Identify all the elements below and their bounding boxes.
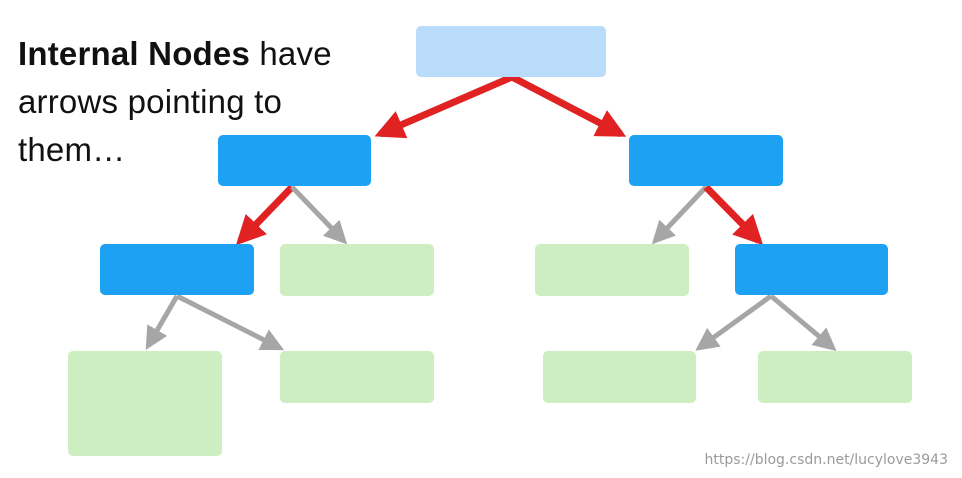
leaf-node-leaf-ll-left [68,351,222,456]
leaf-node-leaf-rr-right [758,351,912,403]
arrow-internal-right-right-to-leaf-rr-left [695,293,773,351]
watermark-text: https://blog.csdn.net/lucylove3943 [704,452,948,468]
highlighted-arrow-root-to-internal-left [374,73,514,139]
arrow-internal-right-to-leaf-right-left [651,185,708,245]
caption-line1-rest: have [250,35,332,72]
leaf-node-leaf-ll-right [280,351,434,403]
caption-text: Internal Nodes have arrows pointing to t… [18,30,398,174]
leaf-node-leaf-rr-left [543,351,696,403]
root-node-root [416,26,606,77]
leaf-node-leaf-left-right [280,244,434,296]
internal-node-internal-left [218,135,371,186]
arrow-internal-right-right-to-leaf-rr-right [769,294,837,351]
internal-node-internal-right [629,135,783,186]
leaf-node-leaf-right-left [535,244,689,296]
caption-line2: arrows pointing to [18,83,283,120]
nodes-layer [68,26,912,456]
internal-node-internal-left-left [100,244,254,295]
edges-layer [145,73,837,351]
highlighted-arrow-internal-right-to-internal-right-right [703,184,764,246]
arrow-internal-left-to-leaf-left-right [290,185,348,245]
arrow-internal-left-left-to-leaf-ll-right [175,293,285,351]
caption-line3: them… [18,131,126,168]
highlighted-arrow-internal-left-to-internal-left-left [235,184,295,246]
caption-bold: Internal Nodes [18,35,251,72]
arrow-internal-left-left-to-leaf-ll-left [145,294,180,350]
internal-node-internal-right-right [735,244,888,295]
highlighted-arrow-root-to-internal-right [510,73,627,138]
